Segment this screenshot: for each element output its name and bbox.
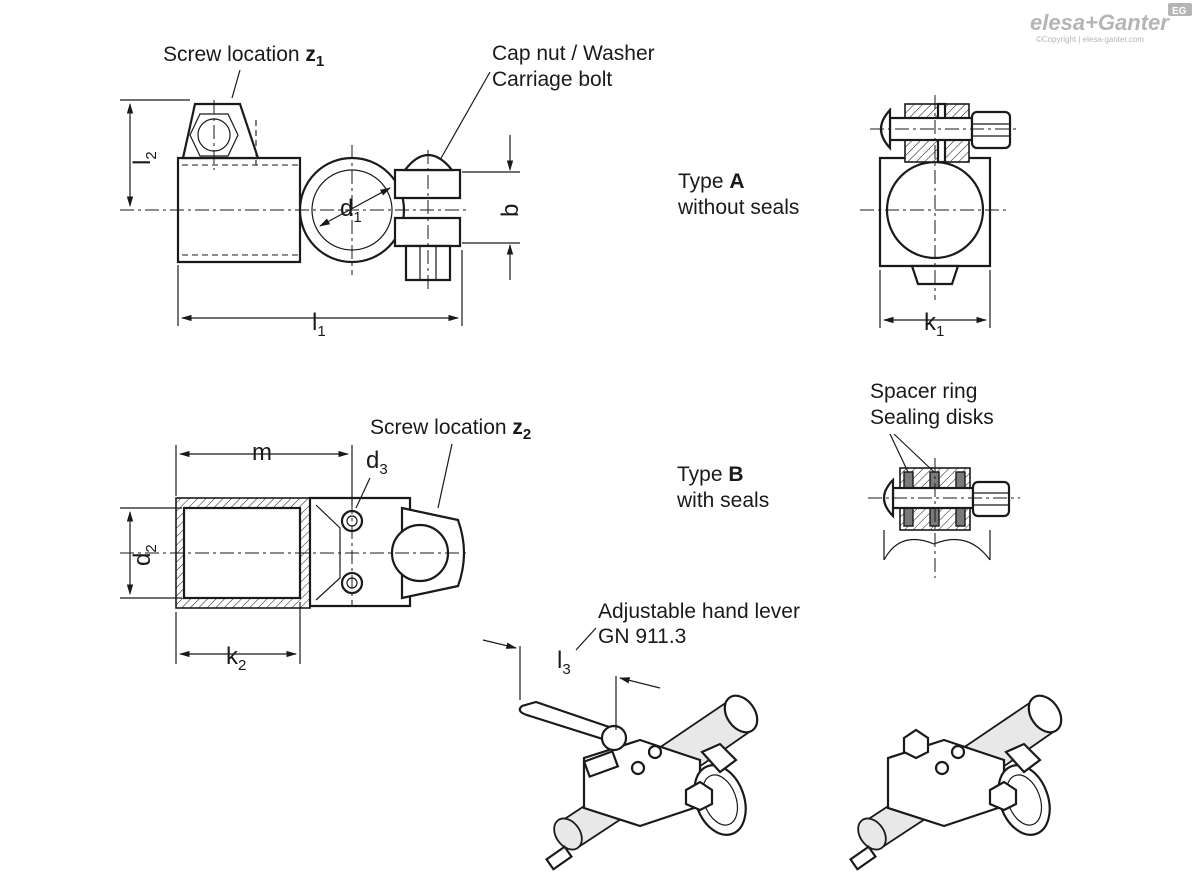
front-view-type-a	[860, 95, 1020, 300]
label-type-b: Type B	[677, 463, 744, 486]
label-sealing-disks: Sealing disks	[870, 406, 994, 429]
isometric-with-lever	[518, 694, 759, 871]
brand-logo-text: elesa+Ganter	[1030, 10, 1170, 35]
dim-b-label: b	[497, 204, 524, 217]
hex-socket-icon	[189, 113, 239, 157]
label-screw-location-z2: Screw location z2	[370, 416, 531, 443]
leader-d3	[355, 477, 371, 509]
leader-z2	[437, 443, 453, 509]
dimension-l3: l3	[482, 639, 661, 730]
iso-bolt-hex-a	[684, 780, 714, 812]
bolt-head-dome	[879, 107, 892, 151]
brand-logo: elesa+Ganter EG ©Copyright | elesa-gante…	[1030, 3, 1192, 44]
label-type-a: Type A	[678, 170, 745, 193]
label-hand-lever-code: GN 911.3	[598, 625, 686, 648]
label-cap-nut-washer: Cap nut / Washer	[492, 42, 655, 65]
dim-d2-label: d2	[129, 544, 160, 566]
iso-top-nut-b	[902, 728, 930, 760]
brand-badge	[1168, 3, 1192, 16]
dim-l3-label: l3	[557, 647, 571, 678]
hand-lever-hub	[600, 724, 628, 752]
label-spacer-ring: Spacer ring	[870, 380, 977, 403]
section-type-b	[868, 458, 1020, 578]
dim-k2-label: k2	[226, 643, 246, 674]
iso-cap-a	[700, 742, 738, 774]
dim-m-label: m	[252, 439, 272, 466]
iso-pin-b	[849, 845, 877, 871]
label-type-a-desc: without seals	[677, 196, 799, 219]
iso-pin-a	[545, 845, 573, 871]
clamp-block-top	[308, 496, 412, 608]
leader-cap-nut	[439, 71, 491, 161]
side-view-type-a	[120, 100, 470, 292]
isometric-without-lever	[849, 694, 1063, 871]
label-screw-location-z1: Screw location z1	[163, 43, 324, 70]
label-type-b-desc: with seals	[676, 489, 769, 512]
type-b-nut	[971, 480, 1011, 518]
brand-copyright: ©Copyright | elesa-ganter.com	[1036, 35, 1144, 44]
front-bolt-nut	[970, 110, 1012, 150]
leader-seal-left	[889, 433, 909, 473]
dimension-l2: l2	[120, 99, 190, 208]
iso-cap-b	[1004, 742, 1042, 774]
dimension-l1: l1	[177, 250, 463, 340]
top-section-view	[120, 496, 470, 609]
dim-l2-label: l2	[129, 151, 160, 165]
dim-l1-label: l1	[312, 309, 326, 340]
dim-d3-label: d3	[366, 447, 388, 478]
dimension-d2: d2	[120, 507, 182, 599]
dimension-k1: k1	[879, 270, 991, 340]
leader-hand-lever	[575, 627, 597, 651]
leader-spacer	[893, 433, 935, 473]
dimension-k2: k2	[175, 602, 301, 674]
dim-k1-label: k1	[924, 309, 944, 340]
brand-badge-text: EG	[1172, 6, 1187, 17]
dimension-m: m	[175, 439, 353, 506]
dim-d1-label: d1	[340, 195, 362, 226]
hand-lever	[518, 700, 614, 742]
dimension-b: b	[462, 135, 524, 280]
leader-z1	[231, 69, 241, 99]
label-carriage-bolt: Carriage bolt	[492, 68, 612, 91]
iso-bolt-hex-b	[988, 780, 1018, 812]
label-hand-lever: Adjustable hand lever	[598, 600, 800, 623]
break-line	[883, 538, 991, 561]
